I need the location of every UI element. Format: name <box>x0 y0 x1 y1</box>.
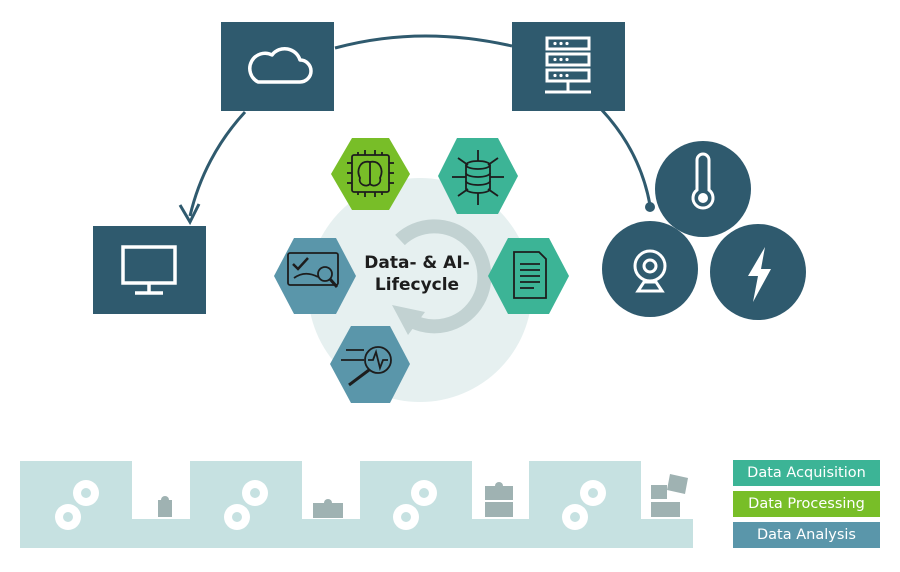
power-node <box>710 224 806 320</box>
gear-icon <box>393 480 437 530</box>
gear-icon <box>55 480 99 530</box>
puzzle-icon <box>313 499 343 518</box>
webcam-icon <box>633 249 667 293</box>
chart-check-icon <box>287 252 339 288</box>
lifecycle-title-line1: Data- & AI- <box>364 253 470 273</box>
cloud-node <box>221 22 334 111</box>
thermometer-node <box>655 141 751 237</box>
monitor-icon <box>121 245 177 295</box>
document-icon <box>513 251 547 299</box>
cloud-icon <box>248 47 313 84</box>
outer-arc-top <box>334 34 513 50</box>
legend-item-data-acquisition: Data Acquisition <box>733 460 880 486</box>
outer-arc-right <box>598 106 652 206</box>
hexagon-database <box>438 138 518 214</box>
bottom-timeline <box>20 461 693 548</box>
legend-item-data-analysis: Data Analysis <box>733 522 880 548</box>
puzzle-icon <box>651 474 688 517</box>
hexagon-chart-check <box>274 238 356 314</box>
webcam-node <box>602 221 698 317</box>
outer-arc <box>188 110 247 217</box>
lightning-icon <box>748 247 771 302</box>
gear-icon <box>562 480 606 530</box>
arrowhead-icon <box>178 203 201 226</box>
hexagon-document <box>488 238 569 314</box>
puzzle-icon <box>158 496 172 517</box>
server-node <box>512 22 625 111</box>
puzzle-icon <box>485 482 513 517</box>
lifecycle-title: Data- & AI- Lifecycle <box>352 252 482 296</box>
monitor-node <box>93 226 206 314</box>
thermometer-icon <box>691 152 715 210</box>
legend-item-data-processing: Data Processing <box>733 491 880 517</box>
ai-chip-icon <box>347 150 394 197</box>
signal-analysis-icon <box>341 346 392 387</box>
lifecycle-title-line2: Lifecycle <box>374 275 460 295</box>
hexagon-signal-analysis <box>330 326 410 403</box>
circular-arrow-icon <box>395 219 492 334</box>
circular-arrow-head <box>392 305 425 335</box>
arc-end-dot <box>645 202 655 212</box>
gear-icon <box>224 480 268 530</box>
database-network-icon <box>452 150 504 205</box>
hexagon-ai <box>331 138 410 210</box>
server-icon <box>545 36 591 94</box>
